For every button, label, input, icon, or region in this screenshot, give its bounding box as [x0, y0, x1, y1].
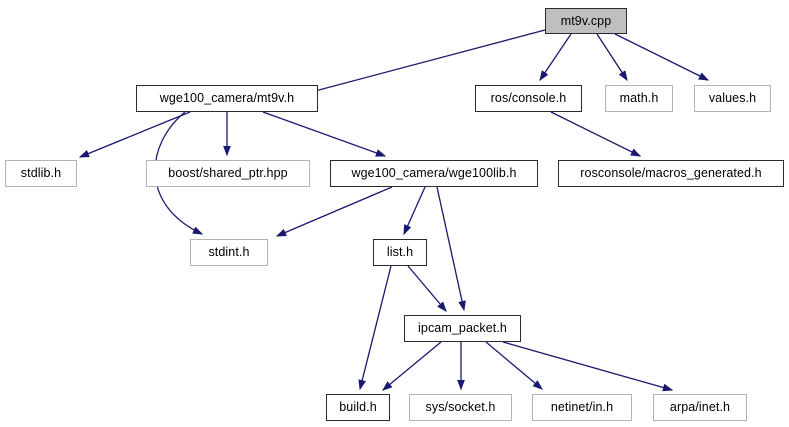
graph-node-label: boost/shared_ptr.hpp [168, 166, 288, 181]
graph-edge-mt9v_cpp-to-ros_console_h [539, 33, 572, 82]
graph-edge-mt9v_h-to-stdlib_h [78, 111, 191, 158]
graph-edge-wge100lib_h-to-stdint_h [275, 186, 393, 237]
graph-edge-ipcam_packet_h-to-arpa_inet_h [502, 341, 674, 392]
graph-node-label: wge100_camera/wge100lib.h [351, 166, 517, 181]
graph-edge-ipcam_packet_h-to-build_h [381, 341, 442, 391]
graph-node-mt9v_cpp[interactable]: mt9v.cpp [545, 8, 627, 34]
graph-node-netinet_in_h[interactable]: netinet/in.h [532, 394, 632, 421]
graph-node-stdint_h[interactable]: stdint.h [190, 239, 268, 266]
graph-edge-mt9v_h-to-wge100lib_h [262, 111, 387, 157]
graph-node-sys_socket_h[interactable]: sys/socket.h [409, 394, 512, 421]
graph-node-label: sys/socket.h [425, 400, 496, 415]
graph-node-label: ipcam_packet.h [418, 321, 507, 336]
graph-node-label: stdint.h [208, 245, 250, 260]
graph-node-label: stdlib.h [20, 166, 62, 181]
graph-node-label: rosconsole/macros_generated.h [580, 166, 762, 181]
graph-edge-mt9v_cpp-to-values_h [614, 33, 710, 81]
graph-node-label: values.h [708, 91, 757, 106]
graph-node-label: arpa/inet.h [669, 400, 731, 415]
graph-node-macros_gen_h[interactable]: rosconsole/macros_generated.h [558, 160, 784, 187]
graph-node-boost_sp_hpp[interactable]: boost/shared_ptr.hpp [146, 160, 310, 187]
graph-edge-ros_console_h-to-macros_gen_h [550, 111, 642, 157]
graph-edge-wge100lib_h-to-list_h [403, 186, 426, 236]
graph-node-label: wge100_camera/mt9v.h [159, 91, 295, 106]
graph-node-mt9v_h[interactable]: wge100_camera/mt9v.h [136, 85, 318, 112]
graph-node-label: mt9v.cpp [560, 13, 612, 28]
graph-node-build_h[interactable]: build.h [326, 394, 390, 421]
graph-edge-wge100lib_h-to-ipcam_packet_h [436, 186, 466, 312]
graph-edge-mt9v_cpp-to-mt9v_h [298, 29, 546, 97]
graph-node-wge100lib_h[interactable]: wge100_camera/wge100lib.h [330, 160, 538, 187]
graph-node-label: math.h [619, 91, 659, 106]
graph-edge-mt9v_cpp-to-math_h [596, 33, 628, 82]
graph-node-label: ros/console.h [490, 91, 567, 106]
graph-node-label: list.h [386, 245, 414, 260]
graph-node-label: build.h [339, 400, 377, 415]
graph-node-ipcam_packet_h[interactable]: ipcam_packet.h [404, 315, 521, 342]
graph-node-values_h[interactable]: values.h [694, 85, 771, 112]
graph-edges [78, 29, 710, 392]
graph-node-arpa_inet_h[interactable]: arpa/inet.h [653, 394, 747, 421]
graph-node-list_h[interactable]: list.h [373, 239, 427, 266]
graph-node-label: netinet/in.h [550, 400, 614, 415]
graph-node-math_h[interactable]: math.h [605, 85, 673, 112]
graph-edge-list_h-to-build_h [358, 265, 392, 391]
graph-edge-ipcam_packet_h-to-netinet_in_h [485, 341, 543, 390]
graph-node-ros_console_h[interactable]: ros/console.h [475, 85, 582, 112]
graph-edge-list_h-to-ipcam_packet_h [407, 265, 447, 312]
graph-node-stdlib_h[interactable]: stdlib.h [5, 160, 77, 187]
